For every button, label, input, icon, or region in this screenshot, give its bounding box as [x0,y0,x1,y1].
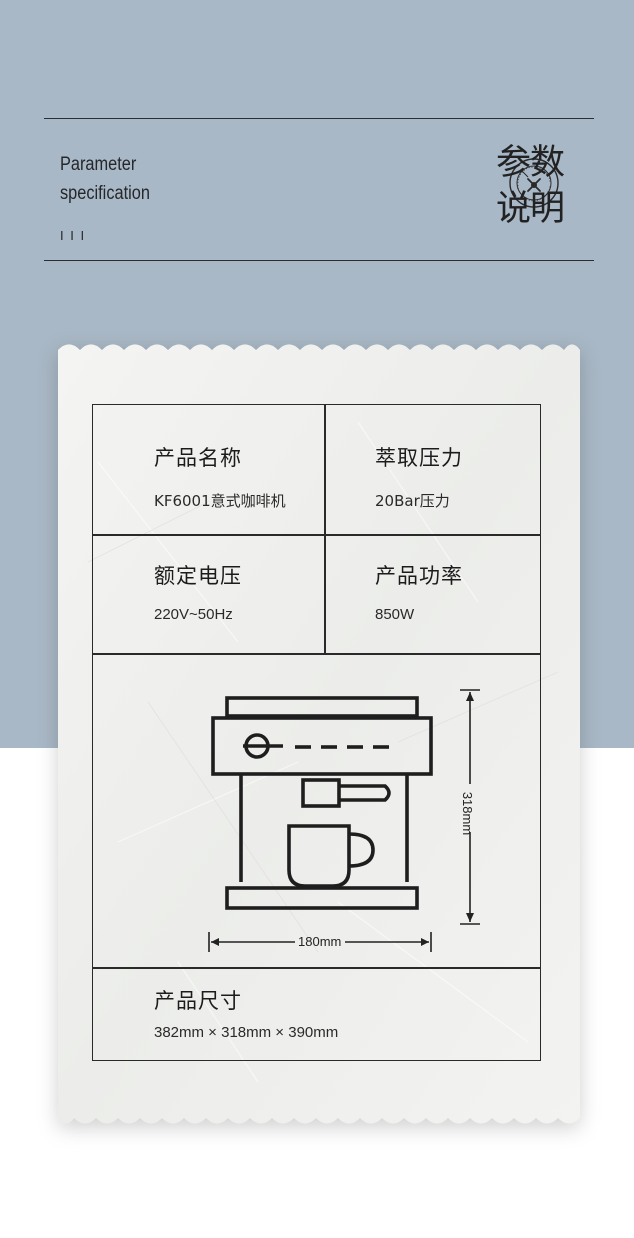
espresso-machine-icon [211,696,433,910]
voltage-label: 额定电压 [154,564,242,588]
pressure-label: 萃取压力 [375,446,463,470]
size-label: 产品尺寸 [154,989,242,1013]
table-divider-row-2 [92,653,541,655]
power-value: 850W [375,606,415,623]
spec-ticket [58,342,580,1128]
size-value: 382mm × 318mm × 390mm [154,1024,339,1041]
header-title-cn: 参数 说明 [496,140,586,232]
voltage-value: 220V~50Hz [154,606,233,623]
product-name-value: KF6001意式咖啡机 [154,490,286,511]
pressure-value-text: 20Bar压力 [375,492,450,510]
header-tick-marks: I I I [60,228,86,243]
pressure-value: 20Bar压力 [375,490,450,511]
width-dimension-arrow [208,932,432,952]
header-title-cn-line1: 参数 [496,143,565,183]
header-top-rule [44,118,594,119]
power-label: 产品功率 [375,564,463,588]
product-name-value-text: KF6001意式咖啡机 [154,492,286,510]
header-title-en-line2: specification [60,183,150,204]
header-title-en: Parameter specification [60,150,150,208]
header-bottom-rule [44,260,594,261]
header-title-cn-line2: 说明 [496,189,565,229]
table-divider-row-1 [92,534,541,536]
spec-table [92,404,541,1061]
height-dimension-label: 318mm [460,791,476,836]
table-divider-vertical-1 [324,404,326,654]
product-name-label: 产品名称 [154,446,242,470]
table-divider-row-3 [92,967,541,969]
ticket-paper [58,344,580,1124]
width-dimension-label: 180mm [298,934,342,949]
height-dimension-arrow [460,689,480,925]
coffee-stamp-icon [509,158,559,208]
header-title-en-line1: Parameter [60,154,137,175]
